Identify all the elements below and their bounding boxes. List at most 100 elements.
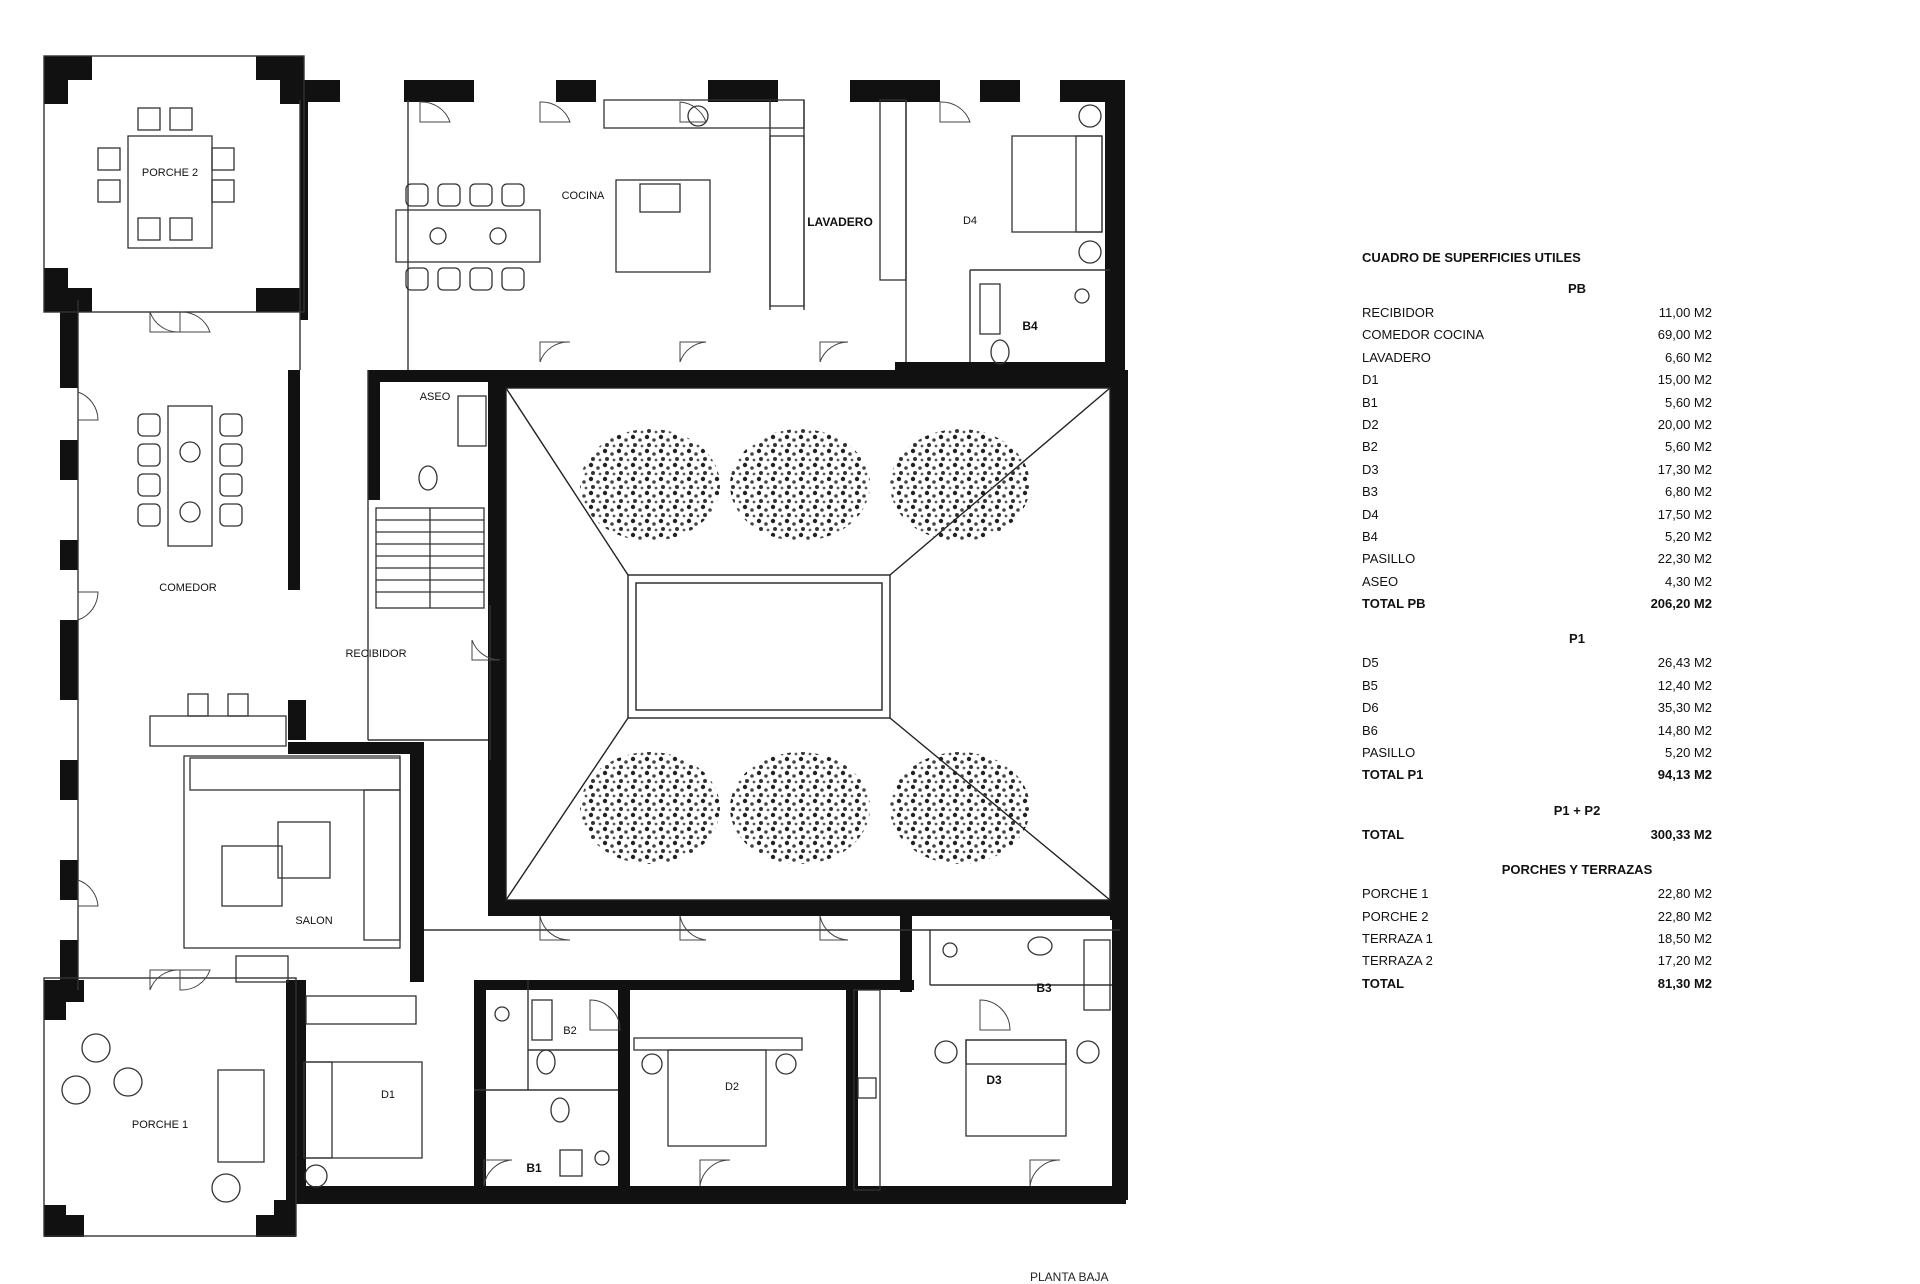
row-name: D1 xyxy=(1362,372,1379,388)
row-name: B3 xyxy=(1362,484,1378,500)
row-name: PASILLO xyxy=(1362,551,1416,567)
patio-plants xyxy=(580,429,1030,864)
label-d1: D1 xyxy=(381,1089,395,1101)
kitchen-table xyxy=(395,209,541,263)
row-name: RECIBIDOR xyxy=(1362,305,1435,320)
row-value: 35,30 M2 xyxy=(1657,700,1712,716)
row-value: 22,80 M2 xyxy=(1657,908,1712,924)
label-lavadero: LAVADERO xyxy=(807,215,873,229)
porche1-sofa xyxy=(217,1069,265,1163)
table-row: TERRAZA 1 18,50 M2 xyxy=(1362,928,1712,950)
row-value: 22,30 M2 xyxy=(1657,551,1712,567)
label-b1: B1 xyxy=(526,1161,542,1175)
row-value: 22,80 M2 xyxy=(1657,886,1712,902)
shrub xyxy=(730,752,870,864)
row-value: 11,00 M2 xyxy=(1658,305,1712,320)
label-d4: D4 xyxy=(963,215,977,227)
shrub xyxy=(730,429,870,541)
row-value: 12,40 M2 xyxy=(1657,677,1712,693)
d3-bed xyxy=(965,1039,1067,1137)
d4-bed xyxy=(1011,135,1103,233)
row-value: 26,43 M2 xyxy=(1657,655,1712,671)
d2-bed xyxy=(667,1049,767,1147)
thin-lines xyxy=(43,55,1120,1237)
total-name: TOTAL P1 xyxy=(1362,767,1424,783)
row-value: 69,00 M2 xyxy=(1657,327,1712,343)
walls xyxy=(44,56,1128,1237)
table-row: COMEDOR COCINA 69,00 M2 xyxy=(1362,324,1712,346)
label-b3: B3 xyxy=(1036,981,1052,995)
table-row: B1 5,60 M2 xyxy=(1362,392,1712,414)
row-value: 5,60 M2 xyxy=(1665,394,1712,410)
total-name: TOTAL xyxy=(1362,975,1405,991)
table-row: RECIBIDOR 11,00 M2 xyxy=(1362,302,1712,324)
row-name: B5 xyxy=(1362,677,1378,693)
label-b4: B4 xyxy=(1022,319,1038,333)
label-aseo: ASEO xyxy=(420,391,451,403)
section-pb: PB RECIBIDOR 11,00 M2 COMEDOR COCINA 69,00… xyxy=(1362,281,1712,615)
furniture xyxy=(61,99,1111,1203)
row-value: 18,50 M2 xyxy=(1657,930,1712,946)
label-d3: D3 xyxy=(986,1073,1002,1087)
coffee-table xyxy=(221,845,283,907)
total-value: 81,30 M2 xyxy=(1657,975,1712,991)
label-salon: SALON xyxy=(295,915,332,927)
row-name: COMEDOR COCINA xyxy=(1362,327,1485,343)
row-value: 4,30 M2 xyxy=(1665,573,1712,589)
table-row: B5 12,40 M2 xyxy=(1362,675,1712,697)
section-heading: PB xyxy=(1567,281,1587,296)
label-comedor: COMEDOR xyxy=(159,582,217,594)
row-value: 6,60 M2 xyxy=(1665,349,1712,365)
row-value: 17,20 M2 xyxy=(1657,953,1712,969)
row-name: TERRAZA 2 xyxy=(1362,953,1433,969)
row-value: 6,80 M2 xyxy=(1665,484,1712,500)
shrub xyxy=(580,429,720,541)
table-row: LAVADERO 6,60 M2 xyxy=(1362,347,1712,369)
table-total-row: TOTAL P1 94,13 M2 xyxy=(1362,764,1712,786)
total-name: TOTAL xyxy=(1362,826,1405,842)
row-name: LAVADERO xyxy=(1362,349,1431,365)
stairs xyxy=(375,507,485,609)
shrub xyxy=(580,752,720,864)
row-name: D3 xyxy=(1362,461,1379,477)
doors xyxy=(77,101,1061,1187)
row-name: B4 xyxy=(1362,528,1378,544)
label-porche2: PORCHE 2 xyxy=(142,167,198,179)
total-value: 94,13 M2 xyxy=(1657,767,1712,783)
room-labels: PORCHE 2 COCINA LAVADERO D4 B4 ASEO COME… xyxy=(132,167,1052,1175)
comedor-table xyxy=(167,405,213,547)
label-cocina: COCINA xyxy=(562,190,605,202)
kitchen-island xyxy=(615,179,711,273)
table-row: D1 15,00 M2 xyxy=(1362,369,1712,391)
label-recibidor: RECIBIDOR xyxy=(345,648,406,660)
label-b2: B2 xyxy=(563,1025,576,1037)
row-name: TERRAZA 1 xyxy=(1362,930,1433,946)
total-name: TOTAL PB xyxy=(1362,596,1426,612)
row-value: 15,00 M2 xyxy=(1657,372,1712,388)
label-d2: D2 xyxy=(725,1081,739,1093)
table-row: B3 6,80 M2 xyxy=(1362,481,1712,503)
table-row: D3 17,30 M2 xyxy=(1362,459,1712,481)
row-value: 17,30 M2 xyxy=(1657,461,1712,477)
row-name: B6 xyxy=(1362,722,1378,738)
plan-caption: PLANTA BAJA xyxy=(1030,1270,1109,1284)
row-value: 17,50 M2 xyxy=(1657,506,1712,522)
table-row: PORCHE 2 22,80 M2 xyxy=(1362,906,1712,928)
row-name: D2 xyxy=(1362,416,1379,432)
area-table-title: CUADRO DE SUPERFICIES UTILES xyxy=(1362,250,1581,265)
row-name: PORCHE 2 xyxy=(1362,908,1429,924)
table-total-row: TOTAL 81,30 M2 xyxy=(1362,973,1712,995)
row-name: B1 xyxy=(1362,394,1378,410)
label-porche1: PORCHE 1 xyxy=(132,1119,188,1131)
